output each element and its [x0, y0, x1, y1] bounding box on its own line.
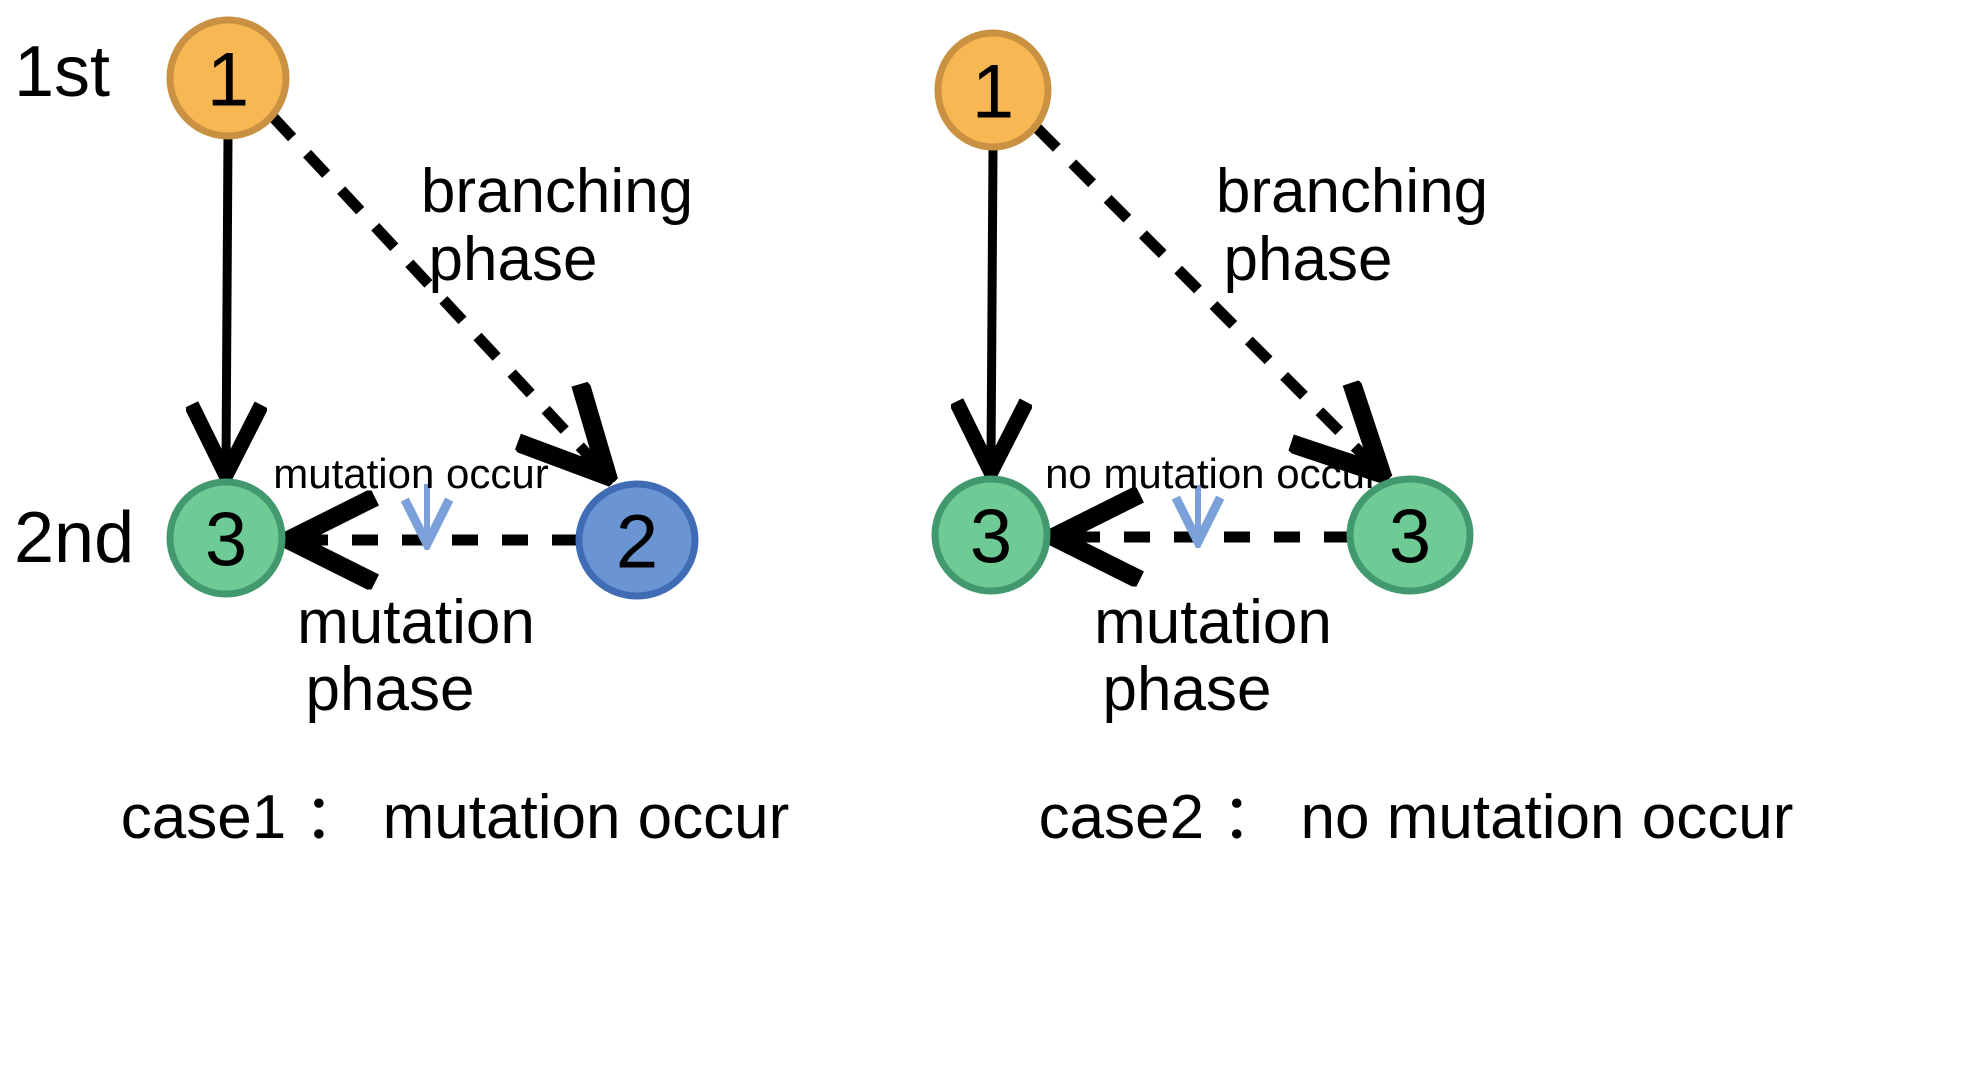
edge-case1-vertical-solid: [226, 135, 228, 466]
node-case1-parent-label: 1: [207, 38, 249, 123]
node-case2-parent[interactable]: 1: [934, 29, 1052, 151]
node-case2-child-right-label: 3: [1389, 495, 1431, 580]
mutation-phase-label-line1-case1: mutation: [297, 588, 535, 657]
branching-phase-label-line2-case2: phase: [1224, 225, 1393, 294]
node-case1-child-right[interactable]: 2: [575, 480, 699, 600]
node-case2-child-left[interactable]: 3: [931, 475, 1051, 595]
node-circle: [166, 16, 290, 140]
node-circle: [1346, 475, 1474, 595]
node-circle: [934, 29, 1052, 151]
mutation-annotation-case2: no mutation occur: [1045, 450, 1379, 497]
branching-phase-label-line1-case1: branching: [421, 157, 693, 226]
mutation-phase-label-line1-case2: mutation: [1094, 588, 1332, 657]
node-case1-child-right-label: 2: [616, 500, 658, 585]
caption-case2: case2 ： no mutation occur: [1039, 783, 1794, 852]
node-case1-parent[interactable]: 1: [166, 16, 290, 140]
node-circle: [166, 478, 286, 598]
node-case1-child-left[interactable]: 3: [166, 478, 286, 598]
panel-case2: 1 3 3 branching phase no mutation occur …: [931, 29, 1794, 852]
edge-case2-vertical-solid: [991, 147, 993, 463]
row-label-1st: 1st: [14, 32, 110, 112]
branching-phase-label-line1-case2: branching: [1216, 157, 1488, 226]
node-case2-child-left-label: 3: [970, 495, 1012, 580]
caption-case1: case1 ： mutation occur: [121, 783, 790, 852]
panel-case1: 1 3 2 branching phase mutation occur mut…: [121, 16, 790, 852]
node-case2-child-right[interactable]: 3: [1346, 475, 1474, 595]
node-case1-child-left-label: 3: [205, 498, 247, 583]
mutation-phase-label-line2-case2: phase: [1103, 655, 1272, 724]
node-circle: [931, 475, 1051, 595]
node-circle: [575, 480, 699, 600]
branching-phase-label-line2-case1: phase: [429, 225, 598, 294]
row-label-2nd: 2nd: [14, 498, 134, 578]
mutation-phase-label-line2-case1: phase: [306, 655, 475, 724]
mutation-annotation-case1: mutation occur: [273, 450, 548, 497]
node-case2-parent-label: 1: [972, 50, 1014, 135]
